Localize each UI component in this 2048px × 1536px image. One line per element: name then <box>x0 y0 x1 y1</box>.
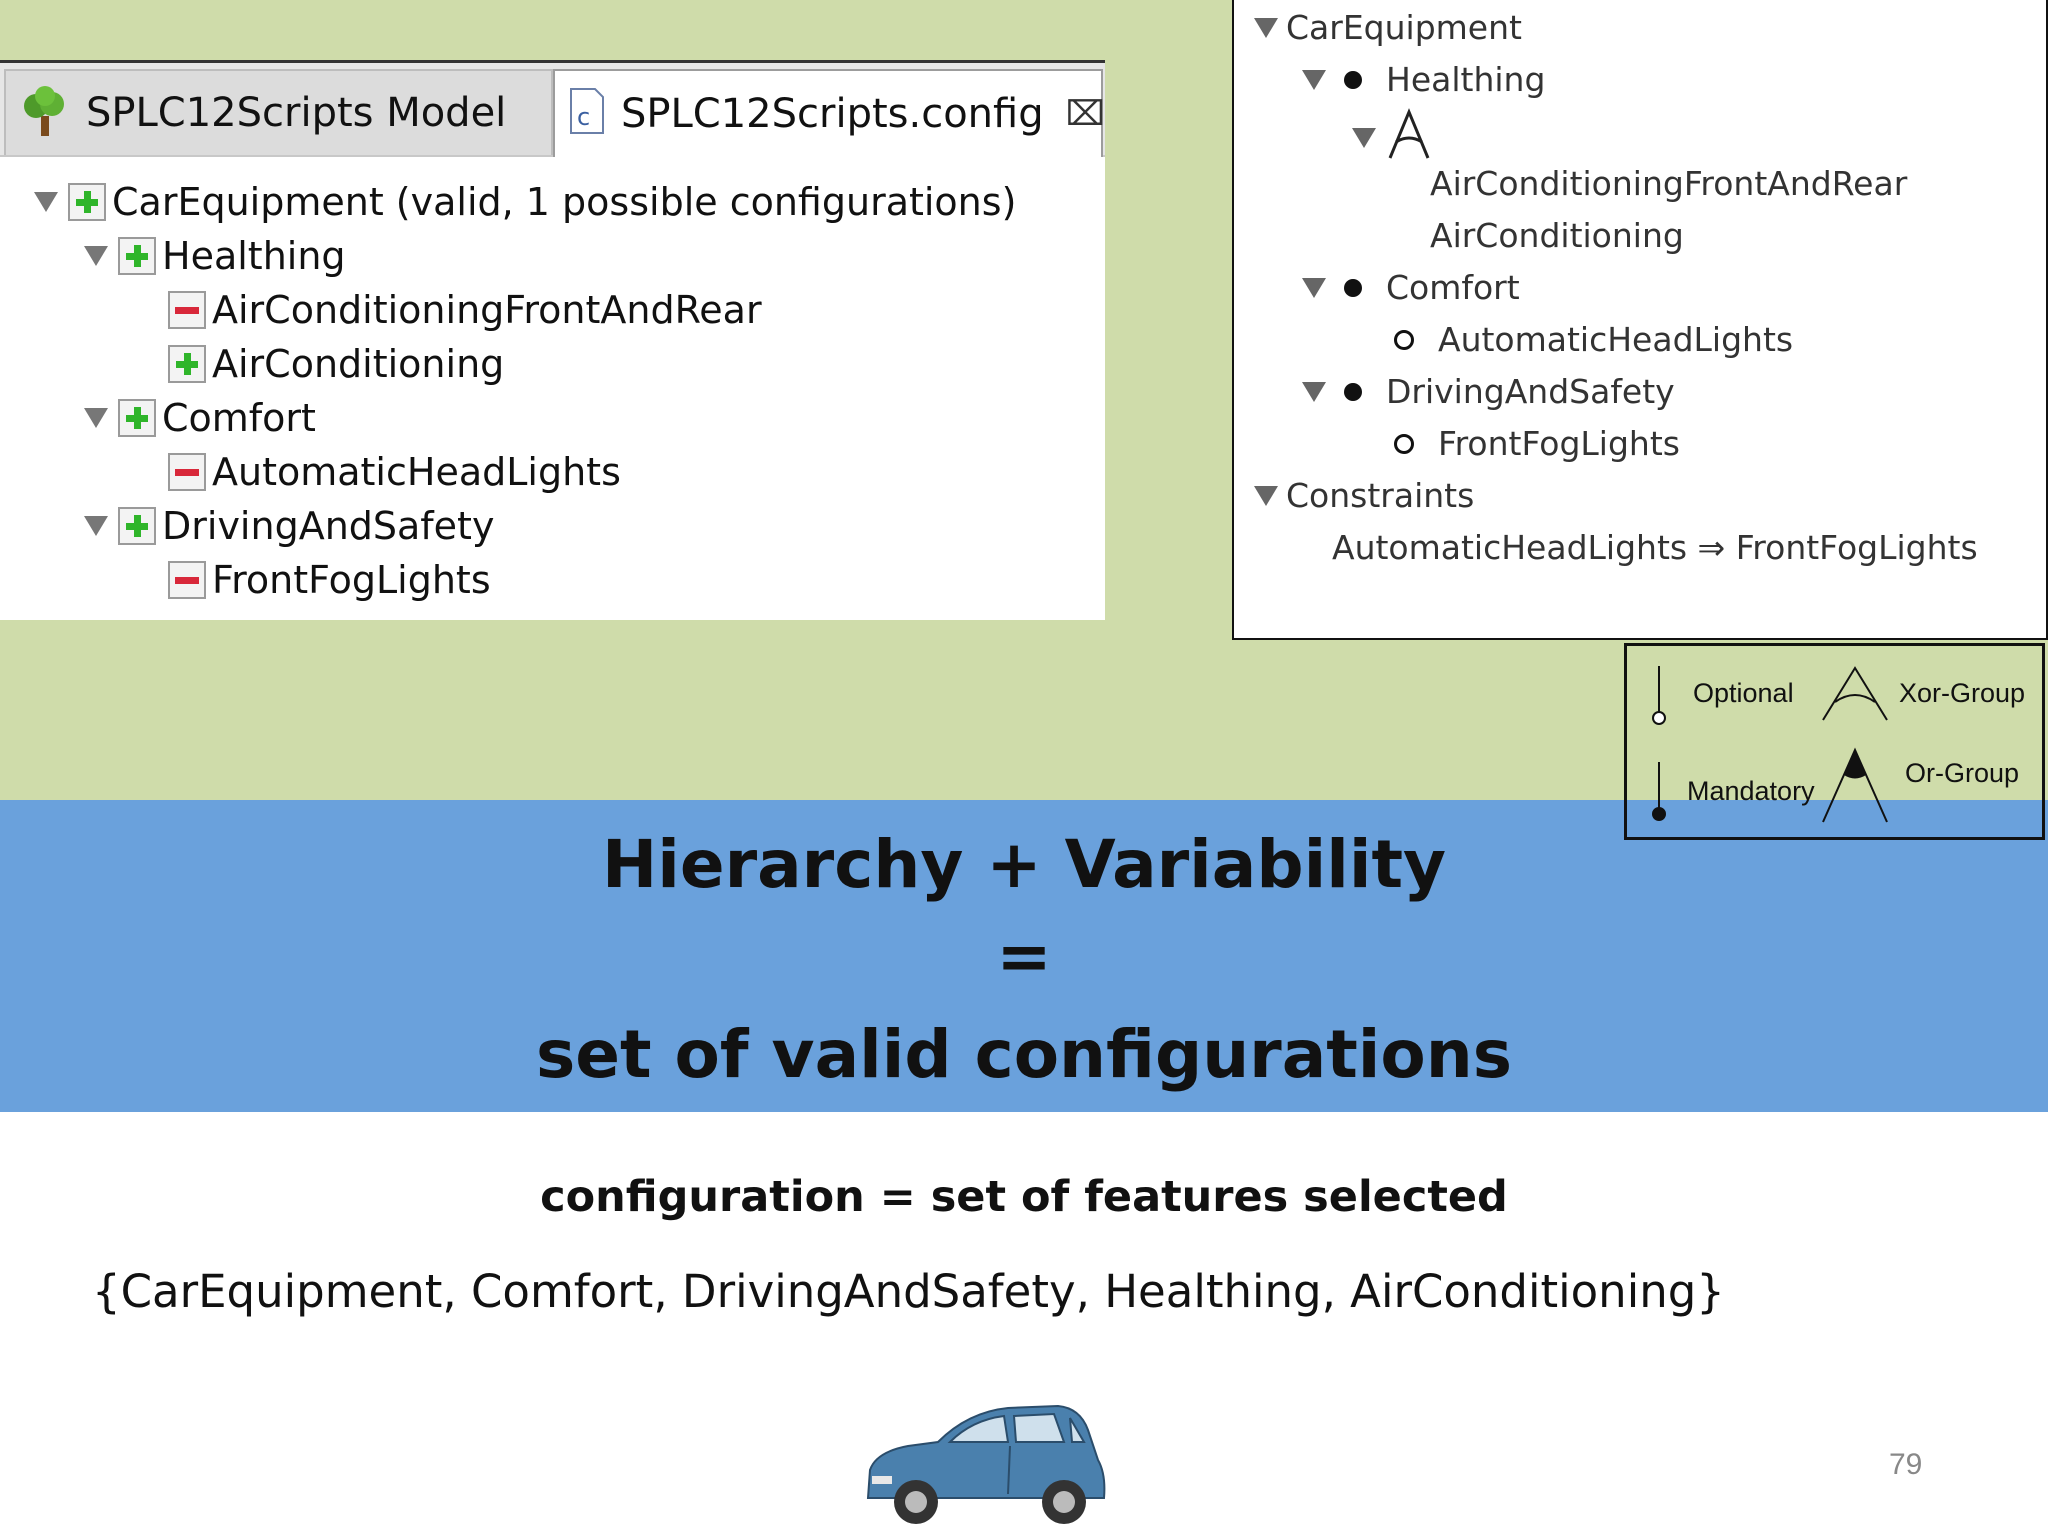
tree-row-label: AirConditioning <box>212 342 505 386</box>
tree-row-label: AirConditioningFrontAndRear <box>212 288 762 332</box>
tree-row-label: Comfort <box>162 396 316 440</box>
fm-item-airconditioningfrontandrear[interactable]: AirConditioningFrontAndRear <box>1430 164 1907 203</box>
mandatory-dot-icon <box>1344 382 1362 401</box>
tree-row-label: FrontFogLights <box>212 558 491 602</box>
fm-constraint-label: AutomaticHeadLights ⇒ FrontFogLights <box>1332 528 1978 567</box>
fm-xor-group[interactable] <box>1352 108 1434 168</box>
fm-root-label: CarEquipment <box>1286 8 1522 47</box>
deselected-minus-icon[interactable] <box>168 453 206 491</box>
selected-plus-icon[interactable] <box>118 507 156 545</box>
fm-item-label: DrivingAndSafety <box>1386 372 1675 411</box>
tree-row-comfort[interactable]: Comfort <box>84 393 316 443</box>
tree-row-airconditioningfrontandrear[interactable]: AirConditioningFrontAndRear <box>168 285 762 335</box>
expand-triangle-icon[interactable] <box>84 246 108 266</box>
tree-row-airconditioning[interactable]: AirConditioning <box>168 339 504 389</box>
legend: Optional Xor-Group Mandatory Or-Group <box>1624 643 2045 840</box>
fm-item-frontfoglights[interactable]: FrontFogLights <box>1394 424 1680 463</box>
expand-triangle-icon[interactable] <box>84 408 108 428</box>
fm-item-label: Healthing <box>1386 60 1546 99</box>
tree-row-label: Healthing <box>162 234 346 278</box>
expand-triangle-icon[interactable] <box>1302 277 1326 298</box>
deselected-minus-icon[interactable] <box>168 291 206 329</box>
optional-circle-icon <box>1394 329 1414 350</box>
expand-triangle-icon[interactable] <box>34 192 58 212</box>
deselected-minus-icon[interactable] <box>168 561 206 599</box>
expand-triangle-icon[interactable] <box>1254 17 1278 38</box>
fm-item-drivingandsafety[interactable]: DrivingAndSafety <box>1302 372 1675 411</box>
tree-row-label: AutomaticHeadLights <box>212 450 621 494</box>
mandatory-dot-icon <box>1344 70 1362 89</box>
page-number: 79 <box>1889 1448 1923 1481</box>
fm-constraint[interactable]: AutomaticHeadLights ⇒ FrontFogLights <box>1332 528 1978 567</box>
fm-item-label: AirConditioningFrontAndRear <box>1430 164 1908 203</box>
selected-plus-icon[interactable] <box>118 399 156 437</box>
config-file-icon: c <box>567 87 607 141</box>
mandatory-symbol-icon <box>1649 760 1669 826</box>
tree-row-healthing[interactable]: Healthing <box>84 231 346 281</box>
xor-group-icon <box>1384 108 1434 168</box>
tab-config-label: SPLC12Scripts.config <box>621 91 1044 137</box>
tab-model-label: SPLC12Scripts Model <box>86 90 507 136</box>
tree-row-frontfoglights[interactable]: FrontFogLights <box>168 555 491 605</box>
slide-subtitle: configuration = set of features selected <box>540 1172 1508 1222</box>
svg-text:c: c <box>577 103 590 131</box>
mandatory-dot-icon <box>1344 278 1362 297</box>
fm-item-comfort[interactable]: Comfort <box>1302 268 1520 307</box>
fm-item-automaticheadlights[interactable]: AutomaticHeadLights <box>1394 320 1793 359</box>
fm-item-label: FrontFogLights <box>1438 424 1680 463</box>
fm-constraints-label: Constraints <box>1286 476 1475 515</box>
legend-mandatory: Mandatory <box>1687 776 1815 806</box>
slide-title-line1: Hierarchy + Variability <box>601 826 1447 903</box>
tree-row-automaticheadlights[interactable]: AutomaticHeadLights <box>168 447 621 497</box>
expand-triangle-icon[interactable] <box>1302 69 1326 90</box>
feature-model-panel: CarEquipment Healthing AirConditioningFr… <box>1232 0 2048 640</box>
tree-icon <box>18 86 72 140</box>
or-symbol-icon <box>1821 746 1891 830</box>
optional-symbol-icon <box>1649 664 1669 730</box>
expand-triangle-icon[interactable] <box>84 516 108 536</box>
selected-plus-icon[interactable] <box>68 183 106 221</box>
fm-root[interactable]: CarEquipment <box>1254 8 1522 47</box>
configuration-set: {CarEquipment, Comfort, DrivingAndSafety… <box>92 1265 1725 1318</box>
fm-item-label: AirConditioning <box>1430 216 1684 255</box>
fm-item-healthing[interactable]: Healthing <box>1302 60 1545 99</box>
slide-title-line3: set of valid configurations <box>535 1016 1513 1093</box>
fm-item-label: Comfort <box>1386 268 1520 307</box>
fm-constraints[interactable]: Constraints <box>1254 476 1474 515</box>
slide-title-line2: = <box>996 918 1052 995</box>
tree-row-label: DrivingAndSafety <box>162 504 495 548</box>
expand-triangle-icon[interactable] <box>1254 485 1278 506</box>
selected-plus-icon[interactable] <box>118 237 156 275</box>
blue-title-band <box>0 800 2048 1112</box>
close-tab-icon[interactable]: ⌧ <box>1065 94 1105 134</box>
fm-item-airconditioning[interactable]: AirConditioning <box>1430 216 1684 255</box>
fm-item-label: AutomaticHeadLights <box>1438 320 1794 359</box>
tree-row-label: CarEquipment (valid, 1 possible configur… <box>112 180 1017 224</box>
optional-circle-icon <box>1394 433 1414 454</box>
editor-tabbar: SPLC12Scripts Model c SPLC12Scripts.conf… <box>0 63 1105 157</box>
expand-triangle-icon[interactable] <box>1352 128 1376 148</box>
car-image <box>858 1390 1118 1530</box>
tab-model[interactable]: SPLC12Scripts Model <box>4 69 553 155</box>
config-editor: SPLC12Scripts Model c SPLC12Scripts.conf… <box>0 60 1105 620</box>
tree-row-drivingandsafety[interactable]: DrivingAndSafety <box>84 501 494 551</box>
expand-triangle-icon[interactable] <box>1302 381 1326 402</box>
legend-or-group: Or-Group <box>1905 758 2020 788</box>
tab-config[interactable]: c SPLC12Scripts.config ⌧ <box>553 69 1105 157</box>
tree-row-carequipment[interactable]: CarEquipment (valid, 1 possible configur… <box>34 177 1016 227</box>
legend-optional: Optional <box>1693 678 1794 708</box>
selected-plus-icon[interactable] <box>168 345 206 383</box>
legend-xor-group: Xor-Group <box>1899 678 2026 708</box>
xor-symbol-icon <box>1821 664 1891 728</box>
